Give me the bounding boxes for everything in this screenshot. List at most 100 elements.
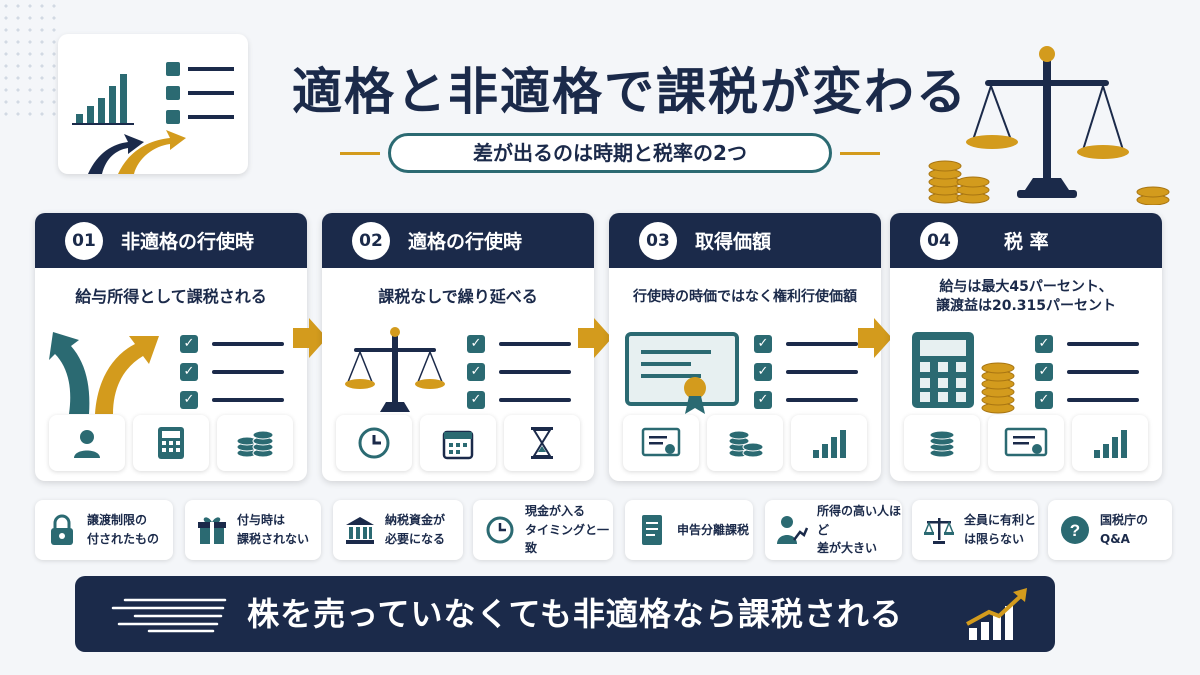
- step-number: 02: [352, 221, 390, 260]
- check-icon: ✓: [754, 391, 772, 409]
- check-icon: ✓: [754, 363, 772, 381]
- step-number: 04: [920, 221, 958, 260]
- growth-chart-icon: [966, 588, 1027, 640]
- conclusion-text: 株を売っていなくても非適格なら課税される: [247, 595, 903, 633]
- scale-icon: [922, 513, 956, 547]
- arrow-right-icon: [293, 318, 327, 358]
- check-icon: ✓: [180, 363, 198, 381]
- card-title: 非適格の行使時: [121, 231, 255, 253]
- arrow-right-icon: [858, 318, 892, 358]
- card-non-qualified-exercise: 01 非適格の行使時 給与所得として課税される ✓ ✓ ✓: [35, 213, 307, 481]
- card-header: 01 非適格の行使時: [35, 213, 307, 268]
- note-line: 納税資金が: [385, 513, 446, 528]
- note-not-always-advantageous: 全員に有利とは限らない: [912, 500, 1038, 560]
- check-icon: ✓: [467, 391, 485, 409]
- person-chart-icon: [775, 513, 809, 547]
- step-number: 01: [65, 221, 103, 260]
- balance-scale-coins-icon: [928, 46, 1170, 205]
- card-description: 給与は最大45パーセント、 譲渡益は20.315パーセント: [890, 268, 1162, 326]
- hero-illustration-card: [58, 34, 248, 174]
- subtitle: 差が出るのは時期と税率の2つ: [388, 133, 832, 173]
- lock-icon: [45, 513, 79, 547]
- person-icon: [49, 415, 125, 471]
- card-qualified-exercise: 02 適格の行使時 課税なしで繰り延べる ✓ ✓ ✓: [322, 213, 594, 481]
- card-description: 課税なしで繰り延べる: [378, 287, 538, 307]
- background-dots: [0, 0, 60, 120]
- note-high-income-gap: 所得の高い人ほど差が大きい: [765, 500, 902, 560]
- check-icon: ✓: [1035, 363, 1053, 381]
- card-header: 04 税 率: [890, 213, 1162, 268]
- calendar-icon: [420, 415, 496, 471]
- check-icon: ✓: [467, 363, 485, 381]
- balance-scale-icon: [345, 327, 445, 412]
- clock-icon: [483, 513, 517, 547]
- card-title: 取得価額: [695, 231, 772, 253]
- subtitle-group: 差が出るのは時期と税率の2つ: [340, 133, 880, 173]
- clock-icon: [336, 415, 412, 471]
- note-line: 譲渡制限の: [87, 513, 148, 528]
- check-icon: ✓: [467, 335, 485, 353]
- bank-icon: [343, 513, 377, 547]
- coins-icon: [904, 415, 980, 471]
- check-icon: ✓: [1035, 335, 1053, 353]
- card-acquisition-cost: 03 取得価額 行使時の時価ではなく権利行使価額 ✓ ✓ ✓: [609, 213, 881, 481]
- note-line: 差が大きい: [817, 541, 878, 556]
- note-line: 全員に有利と: [964, 513, 1037, 528]
- certificate-icon: [988, 415, 1064, 471]
- chart-checklist-icon: [72, 62, 234, 174]
- hourglass-icon: [504, 415, 580, 471]
- note-line: 付されたもの: [87, 532, 160, 546]
- checklist: ✓ ✓ ✓: [467, 330, 577, 414]
- svg-text:?: ?: [1070, 521, 1080, 540]
- conclusion-banner: 株を売っていなくても非適格なら課税される: [75, 576, 1055, 652]
- check-icon: ✓: [180, 391, 198, 409]
- note-line: 付与時は: [237, 513, 286, 528]
- certificate-icon: [625, 332, 739, 414]
- bar-chart-icon: [791, 415, 867, 471]
- bar-chart-icon: [1072, 415, 1148, 471]
- card-title: 適格の行使時: [408, 231, 523, 253]
- calculator-coins-icon: [912, 332, 1015, 414]
- coins-icon: [217, 415, 293, 471]
- divider-left: [340, 152, 380, 155]
- note-transfer-restriction: 譲渡制限の付されたもの: [35, 500, 173, 560]
- card-description-line: 給与は最大45パーセント、: [939, 279, 1113, 296]
- check-icon: ✓: [180, 335, 198, 353]
- speed-lines-icon: [111, 598, 227, 633]
- page-title: 適格と非適格で課税が変わる: [292, 63, 968, 121]
- card-header: 03 取得価額: [609, 213, 881, 268]
- card-tax-rate: 04 税 率 給与は最大45パーセント、 譲渡益は20.315パーセント ✓ ✓…: [890, 213, 1162, 481]
- note-nta-qa: ? 国税庁のQ&A: [1048, 500, 1172, 560]
- note-line: 必要になる: [385, 532, 446, 546]
- coins-icon: [707, 415, 783, 471]
- note-line: 課税されない: [237, 532, 310, 546]
- arrow-right-icon: [578, 318, 612, 358]
- check-icon: ✓: [1035, 391, 1053, 409]
- card-title: 税 率: [1004, 231, 1049, 253]
- certificate-icon: [623, 415, 699, 471]
- note-line: 申告分離課税: [677, 522, 750, 537]
- step-number: 03: [639, 221, 677, 260]
- note-line: 現金が入る: [525, 504, 586, 519]
- card-description-line: 譲渡益は20.315パーセント: [935, 298, 1117, 314]
- question-icon: ?: [1058, 513, 1092, 547]
- note-line: タイミングと一致: [525, 522, 610, 556]
- note-grant-not-taxed: 付与時は課税されない: [185, 500, 321, 560]
- card-header: 02 適格の行使時: [322, 213, 594, 268]
- document-icon: [635, 513, 669, 547]
- note-cash-timing: 現金が入るタイミングと一致: [473, 500, 613, 560]
- note-line: 国税庁のQ&A: [1100, 513, 1149, 546]
- card-description: 行使時の時価ではなく権利行使価額: [633, 288, 857, 305]
- gift-icon: [195, 513, 229, 547]
- note-line: 所得の高い人ほど: [817, 504, 902, 537]
- checklist: ✓ ✓ ✓: [180, 330, 290, 414]
- note-line: は限らない: [964, 532, 1025, 546]
- diverging-road-icon: [49, 332, 159, 414]
- divider-right: [840, 152, 880, 155]
- note-separate-taxation: 申告分離課税: [625, 500, 753, 560]
- checklist: ✓ ✓ ✓: [1035, 330, 1145, 414]
- note-tax-funds: 納税資金が必要になる: [333, 500, 463, 560]
- card-description: 給与所得として課税される: [75, 287, 267, 307]
- check-icon: ✓: [754, 335, 772, 353]
- calculator-icon: [133, 415, 209, 471]
